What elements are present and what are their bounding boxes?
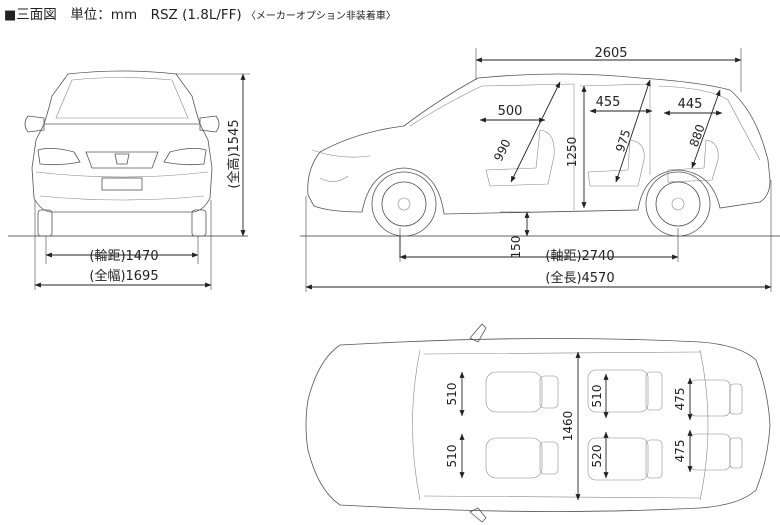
side-third-headroom-label: 880 xyxy=(687,122,708,148)
top-view: 510 510 1460 510 520 475 475 xyxy=(305,323,771,523)
side-wheelbase-label: (軸距)2740 xyxy=(545,249,614,264)
top-second-seat-r-label: 520 xyxy=(590,445,604,468)
front-view: (輪距)1470 (全幅)1695 (全高)1545 xyxy=(8,70,250,290)
top-third-seat-l-label: 475 xyxy=(673,388,687,411)
front-height-label: (全高)1545 xyxy=(226,119,242,188)
side-interior-height-label: 1250 xyxy=(565,137,579,168)
title-main: 三面図 単位：mm RSZ (1.8L/FF) xyxy=(16,7,242,23)
title-square-mark: ■ xyxy=(4,8,17,23)
front-car-outline xyxy=(24,70,220,237)
side-second-row-label: 455 xyxy=(596,95,621,110)
top-interior-width-label: 1460 xyxy=(561,411,575,442)
front-width-label: (全幅)1695 xyxy=(89,268,158,284)
side-front-row-label: 500 xyxy=(498,104,523,119)
side-cabin-length-label: 2605 xyxy=(594,46,627,61)
side-third-row-label: 445 xyxy=(678,97,703,112)
top-front-seat-r-label: 510 xyxy=(445,445,459,468)
top-front-seat-l-label: 510 xyxy=(445,383,459,406)
side-second-headroom-label: 975 xyxy=(613,128,633,154)
side-view: 2605 500 455 445 990 1250 975 880 150 (軸… xyxy=(300,46,780,292)
side-front-headroom-label: 990 xyxy=(491,137,514,164)
side-third-headroom-dimension xyxy=(691,89,721,169)
side-front-headroom-dimension xyxy=(510,81,561,183)
side-ground-clearance-label: 150 xyxy=(509,236,523,259)
side-length-label: (全長)4570 xyxy=(545,270,614,286)
title-note: 〈メーカーオプション非装着車〉 xyxy=(245,11,396,22)
top-car-outline xyxy=(305,323,771,523)
side-second-headroom-dimension xyxy=(615,79,651,183)
front-tread-label: (輪距)1470 xyxy=(89,248,158,264)
top-second-seat-l-label: 510 xyxy=(590,385,604,408)
diagram-title: ■三面図 単位：mm RSZ (1.8L/FF) 〈メーカーオプション非装着車〉 xyxy=(4,3,396,23)
top-third-seat-r-label: 475 xyxy=(673,440,687,463)
